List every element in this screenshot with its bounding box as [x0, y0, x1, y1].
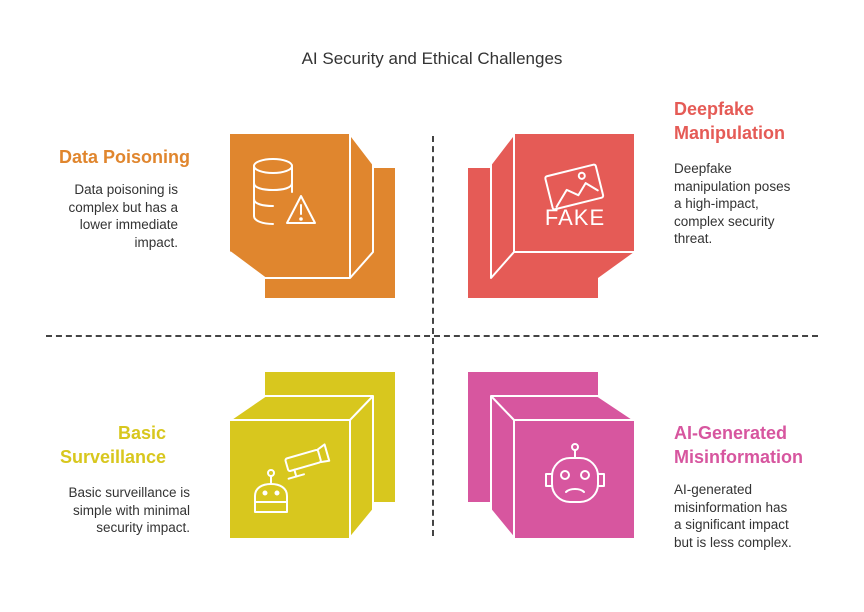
horizontal-axis [46, 335, 818, 337]
data-poisoning-cube [229, 133, 395, 298]
fake-image-icon: FAKE [544, 163, 605, 230]
data-poisoning-description: Data poisoning is complex but has a lowe… [68, 182, 178, 250]
surveillance-heading: Basic Surveillance [59, 423, 166, 467]
misinformation-description: AI-generated misinformation has a signif… [674, 482, 792, 550]
svg-text:FAKE: FAKE [545, 205, 605, 230]
misinformation-heading: AI-Generated Misinformation [674, 423, 803, 467]
deepfake-cube: FAKE [468, 133, 634, 298]
deepfake-heading: Deepfake Manipulation [674, 99, 785, 143]
deepfake-description: Deepfake manipulation poses a high-impac… [674, 161, 791, 246]
diagram-title: AI Security and Ethical Challenges [301, 49, 563, 68]
robot-face-icon [545, 443, 605, 503]
database-warning-icon [253, 158, 316, 225]
data-poisoning-heading: Data Poisoning [58, 147, 190, 167]
robot-camera-icon [254, 443, 331, 513]
misinformation-cube [468, 372, 635, 539]
surveillance-cube [229, 372, 395, 539]
surveillance-description: Basic surveillance is simple with minima… [68, 485, 190, 535]
